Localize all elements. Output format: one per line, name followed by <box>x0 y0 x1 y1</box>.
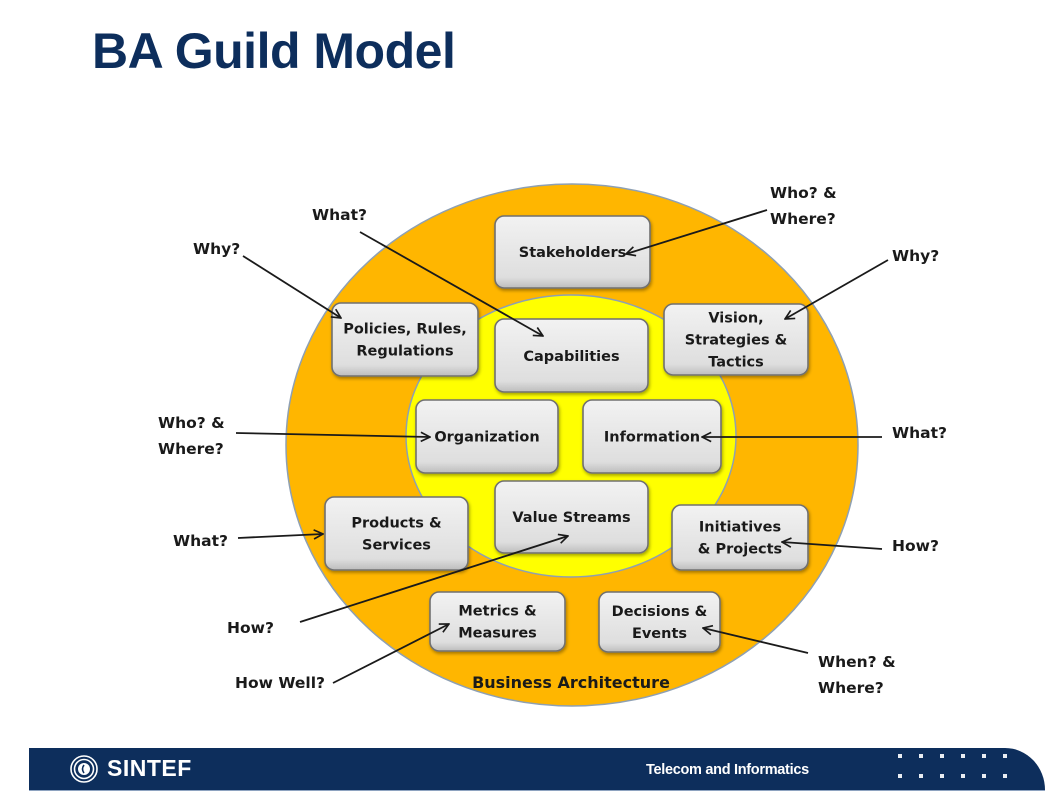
box-stakeholders: Stakeholders <box>494 215 651 289</box>
box-information: Information <box>582 399 722 474</box>
box-label: Organization <box>434 430 539 446</box>
box-policies: Policies, Rules, Regulations <box>331 302 479 377</box>
box-label: Stakeholders <box>519 245 627 261</box>
footer-dot <box>919 774 923 778</box>
arrow-value-streams <box>299 536 568 623</box>
box-label: Tactics <box>708 355 764 371</box>
business-architecture-label: Business Architecture <box>472 673 670 692</box>
footer-department: Telecom and Informatics <box>646 762 809 778</box>
footer-dot <box>1003 754 1007 758</box>
arrow-initiatives <box>782 542 883 550</box>
question-label-initiatives: How? <box>892 537 939 555</box>
question-label-decisions: When? & <box>818 653 896 671</box>
box-label: Events <box>632 626 687 642</box>
box-shape <box>324 496 469 571</box>
box-label: Initiatives <box>699 520 781 536</box>
box-capabilities: Capabilities <box>494 318 649 393</box>
arrow-stakeholders <box>626 209 768 254</box>
box-label: Measures <box>458 626 537 642</box>
box-label: Metrics & <box>458 604 537 620</box>
box-shape <box>494 215 651 289</box>
question-label-value-streams: How? <box>227 619 274 637</box>
arrows-layer <box>235 209 889 684</box>
box-metrics: Metrics & Measures <box>429 591 566 652</box>
question-label-stakeholders: Who? & <box>770 184 837 202</box>
box-shape <box>331 302 479 377</box>
arrow-metrics <box>332 624 449 684</box>
box-shape <box>598 591 721 653</box>
footer-dot <box>982 754 986 758</box>
box-shape <box>494 480 649 554</box>
question-label-organization: Who? & <box>158 414 225 432</box>
arrow-capabilities <box>359 231 543 336</box>
box-label: Services <box>362 538 431 554</box>
footer-dot <box>940 754 944 758</box>
arrow-products <box>237 534 323 538</box>
sintef-logo-icon <box>70 755 98 783</box>
footer-dot <box>898 754 902 758</box>
question-label-capabilities: What? <box>312 206 367 224</box>
footer-dot <box>1003 774 1007 778</box>
question-label-decisions: Where? <box>818 679 884 697</box>
footer-dot <box>898 774 902 778</box>
footer-dot <box>919 754 923 758</box>
footer-dot-pattern <box>898 754 1013 784</box>
arrow-decisions <box>703 628 809 654</box>
footer-dot <box>961 754 965 758</box>
footer-dot <box>940 774 944 778</box>
box-value-streams: Value Streams <box>494 480 649 554</box>
footer-dot <box>982 774 986 778</box>
question-label-vision: Why? <box>892 247 939 265</box>
question-label-policies: Why? <box>193 240 240 258</box>
footer-dot <box>961 774 965 778</box>
box-shape <box>429 591 566 652</box>
box-products: Products & Services <box>324 496 469 571</box>
box-vision: Vision, Strategies & Tactics <box>663 303 809 376</box>
box-label: Vision, <box>708 311 763 327</box>
question-label-information: What? <box>892 424 947 442</box>
question-label-metrics: How Well? <box>235 674 325 692</box>
question-label-organization: Where? <box>158 440 224 458</box>
box-shape <box>494 318 649 393</box>
box-label: Capabilities <box>523 349 619 365</box>
box-initiatives: Initiatives & Projects <box>671 504 809 571</box>
box-shape <box>663 303 809 376</box>
box-label: Strategies & <box>685 333 788 349</box>
arrow-organization <box>235 433 430 437</box>
box-label: Regulations <box>356 344 453 360</box>
box-shape <box>671 504 809 571</box>
box-organization: Organization <box>415 399 559 474</box>
box-label: Value Streams <box>512 510 630 526</box>
footer-bar: SINTEF Telecom and Informatics <box>29 748 1045 791</box>
box-label: Decisions & <box>612 604 708 620</box>
box-label: Information <box>604 430 700 446</box>
arrow-vision <box>785 259 889 319</box>
page-title: BA Guild Model <box>92 23 456 79</box>
box-label: & Projects <box>698 542 782 558</box>
questions-layer: Why? What? Who? & Where? Why? Who? & Where? Wha… <box>158 184 947 697</box>
ba-guild-diagram: Business Architecture StakeholdersPolici… <box>158 183 947 707</box>
box-label: Products & <box>351 516 442 532</box>
box-decisions: Decisions & Events <box>598 591 721 653</box>
arrow-policies <box>242 255 341 318</box>
question-label-products: What? <box>173 532 228 550</box>
footer-brand: SINTEF <box>107 755 192 781</box>
box-label: Policies, Rules, <box>343 322 467 338</box>
question-label-stakeholders: Where? <box>770 210 836 228</box>
